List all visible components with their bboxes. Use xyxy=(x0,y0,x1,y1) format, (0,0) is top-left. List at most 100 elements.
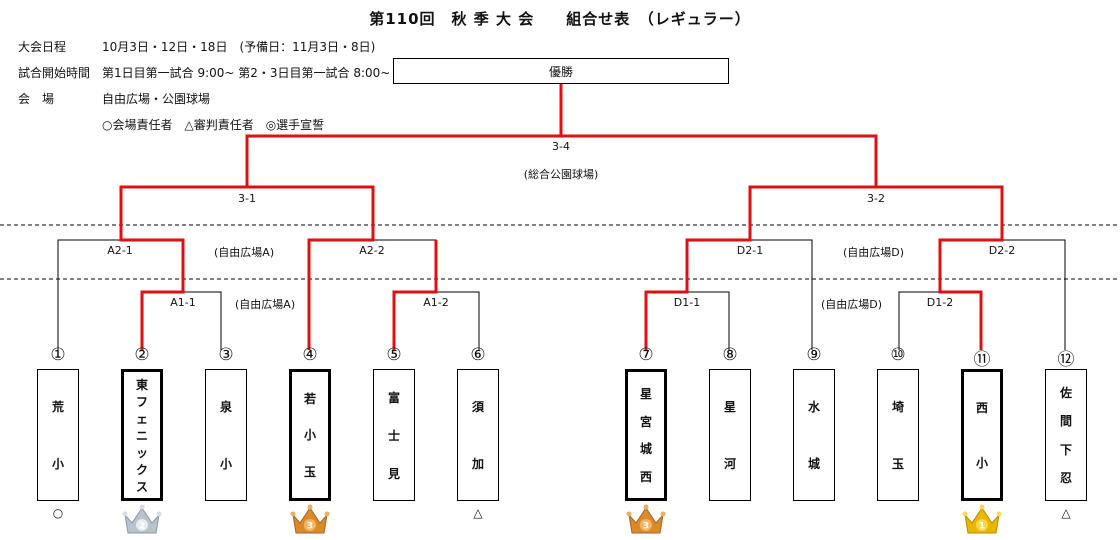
team-number: ⑤ xyxy=(386,345,402,365)
team-name-char: 見 xyxy=(387,466,400,481)
venue-label-a1: (自由広場A) xyxy=(235,298,296,311)
page-title: 第110回 秋 季 大 会 組合せ表 （レギュラー） xyxy=(369,10,751,28)
match-label-a1-2: A1-2 xyxy=(423,296,449,309)
team-box-5: 富 士 見 xyxy=(373,369,415,501)
team-number: ④ xyxy=(302,345,318,365)
team-name-char: ッ xyxy=(135,446,148,460)
team-name-char: 星 xyxy=(723,400,736,414)
team-name-char: 若 xyxy=(303,391,316,406)
team-box-6: 須 加 xyxy=(457,369,499,501)
team-number: ② xyxy=(134,345,150,365)
team-name-char: ェ xyxy=(135,412,148,426)
team-name-char: 小 xyxy=(303,428,316,443)
team-box-7: 星 宮 城 西 xyxy=(625,369,667,501)
advance-team-2 xyxy=(119,185,247,350)
venue-label-d2: (自由広場D) xyxy=(843,246,905,259)
team-box-11: 西 小 xyxy=(961,369,1003,501)
team-number: ⑦ xyxy=(638,345,654,365)
team-name-char: 泉 xyxy=(219,400,232,414)
advance-team-4 xyxy=(247,185,375,350)
team-name-char: 佐 xyxy=(1059,385,1072,400)
match-label-d2-1: D2-1 xyxy=(736,244,764,257)
award-rank: 2 xyxy=(139,522,145,532)
info-row-dates: 大会日程 10月3日・12日・18日 (予備日：11月3日・8日) xyxy=(18,38,375,55)
team-box-8: 星 河 xyxy=(709,369,751,501)
team-number: ⑪ xyxy=(973,350,991,370)
info-row-venue: 会 場 自由広場・公園球場 xyxy=(18,90,210,107)
team-name-char: 星 xyxy=(639,387,652,402)
team-name-char: 士 xyxy=(387,428,400,443)
team-number: ⑩ xyxy=(890,345,906,365)
match-label-final: 3-4 xyxy=(552,140,570,153)
team-name-char: 間 xyxy=(1059,414,1072,429)
team-name-char: 西 xyxy=(639,469,652,484)
team-name-char: 小 xyxy=(219,457,232,471)
info-value: ○会場責任者 △審判責任者 ◎選手宣誓 xyxy=(102,118,325,132)
bronze-crown-icon: 3 xyxy=(290,504,330,534)
info-row-start-time: 試合開始時間 第1日目第一試合 9:00~ 第2・3日目第一試合 8:00~ xyxy=(18,64,390,81)
team-name-char: ニ xyxy=(135,429,148,443)
team-box-4: 若 小 玉 xyxy=(289,369,331,501)
advance-team-11 xyxy=(876,185,1004,350)
team-name-char: 玉 xyxy=(891,457,904,471)
venue-label-final: (総合公園球場) xyxy=(523,168,599,181)
team-number: ③ xyxy=(218,345,234,365)
info-key: 大会日程 xyxy=(18,40,67,54)
info-value: 第1日目第一試合 9:00~ 第2・3日目第一試合 8:00~ xyxy=(102,66,391,80)
team-name-char: 城 xyxy=(639,442,652,457)
team-box-3: 泉 小 xyxy=(205,369,247,501)
team-box-12: 佐 間 下 忍 xyxy=(1045,369,1087,501)
team-name-char: 水 xyxy=(807,400,820,414)
venue-label-a2: (自由広場A) xyxy=(214,246,275,259)
team-name-char: 城 xyxy=(807,457,820,471)
team-name-char: 埼 xyxy=(891,400,904,414)
team-number: ⑥ xyxy=(470,345,486,365)
team-name-char: 忍 xyxy=(1059,471,1072,486)
match-label-a2-2: A2-2 xyxy=(359,244,385,257)
team-box-9: 水 城 xyxy=(793,369,835,501)
match-label-d1-2: D1-2 xyxy=(926,296,954,309)
team-name-char: 下 xyxy=(1059,442,1072,457)
match-label-semi-1: 3-1 xyxy=(238,192,256,205)
match-label-semi-2: 3-2 xyxy=(867,192,885,205)
team-name-char: 須 xyxy=(471,400,484,414)
silver-crown-icon: 2 xyxy=(122,504,162,534)
match-label-d1-1: D1-1 xyxy=(673,296,701,309)
info-key: 会 場 xyxy=(18,92,55,106)
award-rank: 3 xyxy=(307,522,313,532)
match-label-a2-1: A2-1 xyxy=(107,244,133,257)
team-name-char: 加 xyxy=(471,457,484,471)
team-name-char: 小 xyxy=(51,457,64,471)
team-name-char: 東 xyxy=(135,378,148,392)
team-name-char: 河 xyxy=(723,457,736,471)
team-number: ⑫ xyxy=(1057,350,1075,370)
team-name-char: フ xyxy=(135,395,148,409)
team-box-10: 埼 玉 xyxy=(877,369,919,501)
team-box-2: 東 フ ェ ニ ッ ク ス xyxy=(121,369,163,501)
advance-team-5 xyxy=(392,240,438,350)
bronze-crown-icon: 3 xyxy=(626,504,666,534)
team-name-char: ス xyxy=(135,480,148,494)
team-name-char: 玉 xyxy=(303,465,316,480)
team-name-char: 小 xyxy=(975,456,988,470)
gold-crown-icon: 1 xyxy=(962,504,1002,534)
award-rank: 3 xyxy=(643,522,649,532)
winner-box: 優勝 xyxy=(393,58,729,84)
match-label-a1-1: A1-1 xyxy=(170,296,196,309)
role-mark: △ xyxy=(1061,506,1071,520)
team-name-char: 荒 xyxy=(51,400,64,414)
role-mark: △ xyxy=(473,506,483,520)
team-name-char: ク xyxy=(135,463,148,477)
match-label-d2-2: D2-2 xyxy=(988,244,1016,257)
team-number: ⑧ xyxy=(722,345,738,365)
team-name-char: 富 xyxy=(387,390,400,405)
advance-team-7 xyxy=(644,185,876,350)
bracket-advance-path xyxy=(119,84,1004,350)
info-key: 試合開始時間 xyxy=(18,66,91,80)
team-name-char: 宮 xyxy=(639,414,652,429)
role-mark: ○ xyxy=(52,506,64,520)
team-number: ① xyxy=(50,345,66,365)
team-box-1: 荒 小 xyxy=(37,369,79,501)
award-rank: 1 xyxy=(979,522,985,532)
